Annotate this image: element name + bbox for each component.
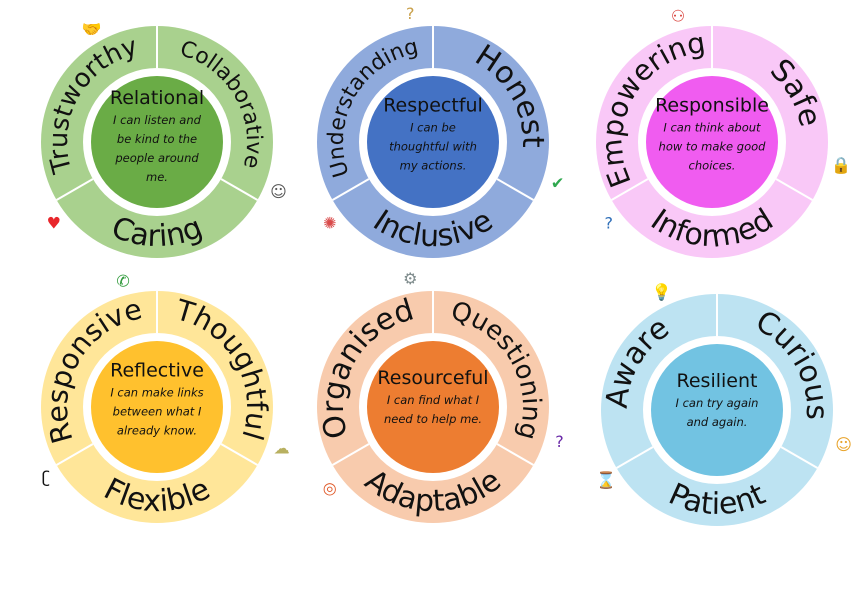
wheel-description-line: I can make links [110, 386, 203, 400]
thought-cloud-icon: ☁ [274, 438, 290, 457]
segment-divider [616, 446, 654, 469]
segment-divider [780, 446, 818, 469]
center-circle [367, 341, 499, 473]
wheel-description-line: thoughtful with [389, 140, 477, 154]
segment-divider [332, 178, 370, 201]
wheel-description-line: how to make good [659, 140, 767, 154]
segment-divider [332, 443, 370, 466]
segment-divider [56, 443, 94, 466]
wheel-description-line: need to help me. [384, 412, 482, 426]
segment-divider [56, 178, 94, 201]
wheel-description-line: me. [146, 170, 168, 184]
phone-icon: ✆ [116, 271, 129, 290]
wheel-description-line: I can be [410, 121, 456, 135]
check-icon: ✔ [551, 173, 564, 192]
hourglass-icon: ⌛ [596, 470, 616, 489]
segment-divider [220, 443, 258, 466]
heart-icon: ♥ [47, 214, 61, 233]
segment-divider [775, 178, 813, 201]
people-holding-hands-icon: ☺ [270, 182, 287, 201]
wheel-title: Responsible [655, 95, 769, 117]
handshake-icon: 🤝 [82, 20, 102, 39]
color-cycle-icon: ◎ [323, 479, 337, 498]
question-bubbles-icon: ? [605, 214, 614, 233]
center-circle [651, 344, 783, 476]
stretching-figure-icon: ʗ [42, 467, 50, 486]
wheel-description-line: be kind to the [117, 132, 197, 146]
wheel-description-line: and again. [687, 415, 748, 429]
wheel-title: Reflective [110, 360, 204, 382]
padlock-icon: 🔒 [831, 156, 851, 175]
wheel-description-line: I can find what I [387, 393, 480, 407]
wheel-description-line: I can listen and [113, 113, 202, 127]
question-figure-icon: ? [406, 4, 415, 23]
wheel-description-line: between what I [113, 405, 202, 419]
segment-divider [220, 178, 258, 201]
question-mark-icon: ? [555, 432, 564, 451]
people-helping-icon: ⚇ [671, 6, 685, 25]
wheel-title: Respectful [383, 95, 483, 117]
wheel-description-line: choices. [689, 159, 736, 173]
center-circle [367, 76, 499, 208]
wheel-description-line: my actions. [400, 159, 467, 173]
segment-divider [496, 178, 534, 201]
wheel-title: Relational [110, 87, 204, 109]
wheel-description-line: I can think about [663, 121, 761, 135]
wheel-title: Resilient [677, 370, 758, 392]
center-circle [91, 76, 223, 208]
center-circle [91, 341, 223, 473]
wheel-description-line: I can try again [676, 396, 759, 410]
lightbulb-icon: 💡 [652, 282, 672, 301]
segment-divider [611, 178, 649, 201]
wheel-title: Resourceful [377, 367, 488, 389]
thinking-face-icon: ☺ [835, 435, 852, 454]
diverse-people-icon: ✺ [323, 214, 336, 233]
gears-icon: ⚙ [403, 269, 417, 288]
wheel-description-line: people around [114, 151, 199, 165]
segment-divider [496, 443, 534, 466]
wheel-description-line: already know. [117, 424, 197, 438]
center-circle [646, 76, 778, 208]
